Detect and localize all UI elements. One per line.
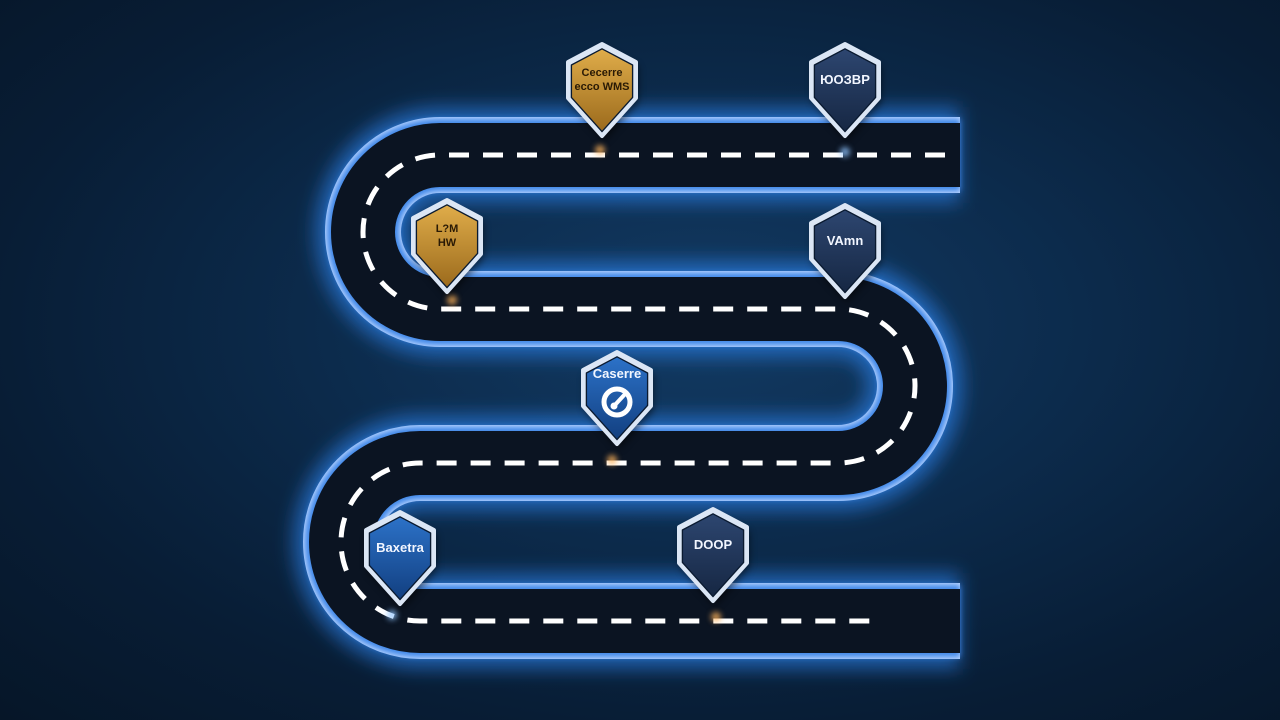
marker-label: VAmn	[827, 233, 864, 248]
marker-second-right: VAmn	[809, 203, 881, 302]
lane-markings	[338, 152, 945, 624]
marker-top-left: Cecerre ecco WMS	[566, 42, 638, 141]
marker-body	[415, 204, 479, 289]
marker-second-left: L?M HW	[411, 198, 483, 297]
marker-body	[570, 48, 634, 133]
marker-label: Cecerre	[582, 67, 623, 79]
marker-bottom-left: Baxetra	[364, 510, 436, 609]
marker-body	[813, 209, 877, 294]
marker-label: ЮОЗВР	[820, 72, 870, 87]
marker-body	[681, 513, 745, 598]
marker-top-right: ЮОЗВР	[809, 42, 881, 141]
marker-label: Baxetra	[376, 540, 424, 555]
marker-label: Caserre	[593, 366, 641, 381]
marker-bottom-center: DOOP	[677, 507, 749, 606]
gauge-icon	[601, 386, 633, 418]
marker-body	[368, 516, 432, 601]
marker-body	[585, 356, 649, 441]
road-glints	[387, 145, 850, 622]
marker-label: HW	[438, 237, 457, 249]
marker-label: ecco WMS	[574, 81, 629, 93]
marker-label: DOOP	[694, 537, 733, 552]
marker-body	[813, 48, 877, 133]
marker-label: L?M	[436, 223, 459, 235]
marker-middle: Caserre	[581, 350, 653, 449]
